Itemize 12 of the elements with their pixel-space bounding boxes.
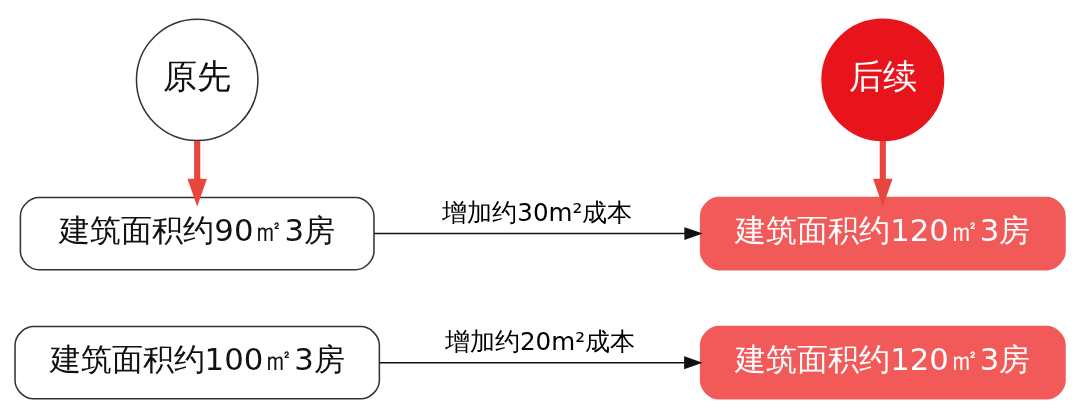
edge-label: 增加约30m²成本: [442, 197, 633, 227]
arrow: [187, 140, 207, 207]
arrow: [873, 140, 893, 207]
node-box: 建筑面积约90㎡3房: [19, 196, 375, 270]
arrow: [378, 355, 703, 369]
node-circle: 原先: [135, 17, 259, 141]
node-box: 建筑面积约100㎡3房: [14, 325, 381, 400]
node-box: 建筑面积约120㎡3房: [699, 325, 1066, 400]
edge-label: 增加约20m²成本: [444, 326, 636, 356]
node-circle: 后续: [821, 17, 945, 141]
arrow: [373, 226, 703, 240]
node-box: 建筑面积约120㎡3房: [699, 196, 1066, 270]
